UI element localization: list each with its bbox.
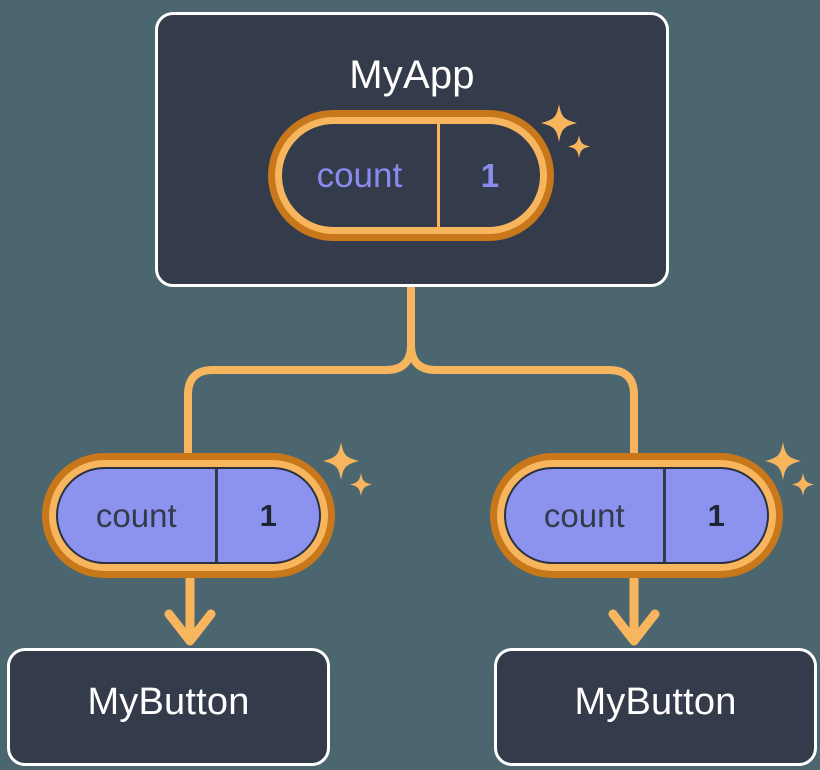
state-pill-body: count 1 — [56, 467, 321, 564]
state-value-label: 1 — [662, 469, 767, 562]
arrow-head-left — [164, 609, 216, 646]
component-card-mybutton-left[interactable]: MyButton — [7, 648, 330, 766]
connector-branch-right — [407, 341, 638, 459]
component-title-mybutton-left: MyButton — [87, 681, 250, 723]
component-card-mybutton-right[interactable]: MyButton — [494, 648, 817, 766]
state-pill-ring: count 1 — [275, 117, 547, 234]
state-pill-child-left[interactable]: count 1 — [42, 453, 335, 578]
state-pill-myapp[interactable]: count 1 — [268, 110, 554, 241]
state-pill-body: count 1 — [282, 124, 540, 227]
state-key-label: count — [543, 496, 625, 534]
component-title-myapp: MyApp — [349, 53, 475, 97]
component-title-mybutton-right: MyButton — [574, 681, 737, 723]
state-value-label: 1 — [214, 469, 319, 562]
state-pill-body: count 1 — [504, 467, 769, 564]
connector-branch-left — [184, 341, 415, 459]
state-pill-ring: count 1 — [497, 460, 776, 571]
state-key-label: count — [95, 496, 177, 534]
state-pill-child-right[interactable]: count 1 — [490, 453, 783, 578]
state-pill-ring: count 1 — [49, 460, 328, 571]
state-value-label: 1 — [436, 124, 540, 227]
arrow-head-right — [608, 609, 660, 646]
state-key-label: count — [316, 155, 403, 195]
